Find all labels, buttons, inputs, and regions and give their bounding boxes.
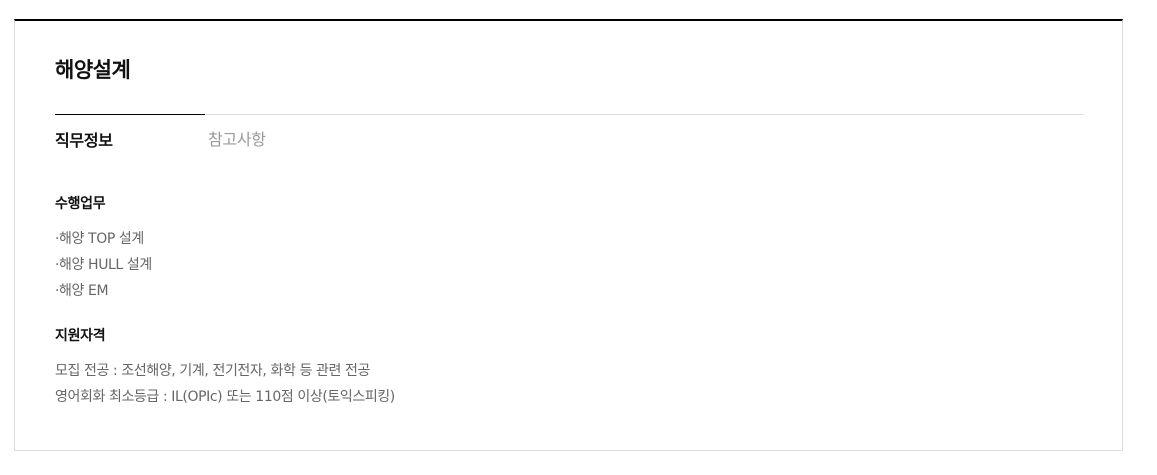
duties-list: ·해양 TOP 설계 ·해양 HULL 설계 ·해양 EM [55,226,152,304]
duty-item: ·해양 EM [55,283,109,299]
qualification-item: 영어회화 최소등급 : IL(OPIc) 또는 110점 이상(토익스피킹) [55,389,395,405]
duty-item: ·해양 HULL 설계 [55,257,152,273]
duty-item: ·해양 TOP 설계 [55,231,144,247]
qualification-item: 모집 전공 : 조선해양, 기계, 전기전자, 화학 등 관련 전공 [55,363,370,379]
job-info-card: 해양설계 직무정보 참고사항 수행업무 ·해양 TOP 설계 ·해양 HULL … [14,19,1123,451]
section-heading-duties: 수행업무 [55,196,106,212]
tab-notes[interactable]: 참고사항 [208,130,266,149]
qualifications-list: 모집 전공 : 조선해양, 기계, 전기전자, 화학 등 관련 전공 영어회화 … [55,358,395,410]
tab-job-info[interactable]: 직무정보 [55,114,205,154]
job-title: 해양설계 [55,58,131,82]
section-heading-qualifications: 지원자격 [55,328,106,344]
tab-bar: 직무정보 참고사항 [55,114,1083,154]
